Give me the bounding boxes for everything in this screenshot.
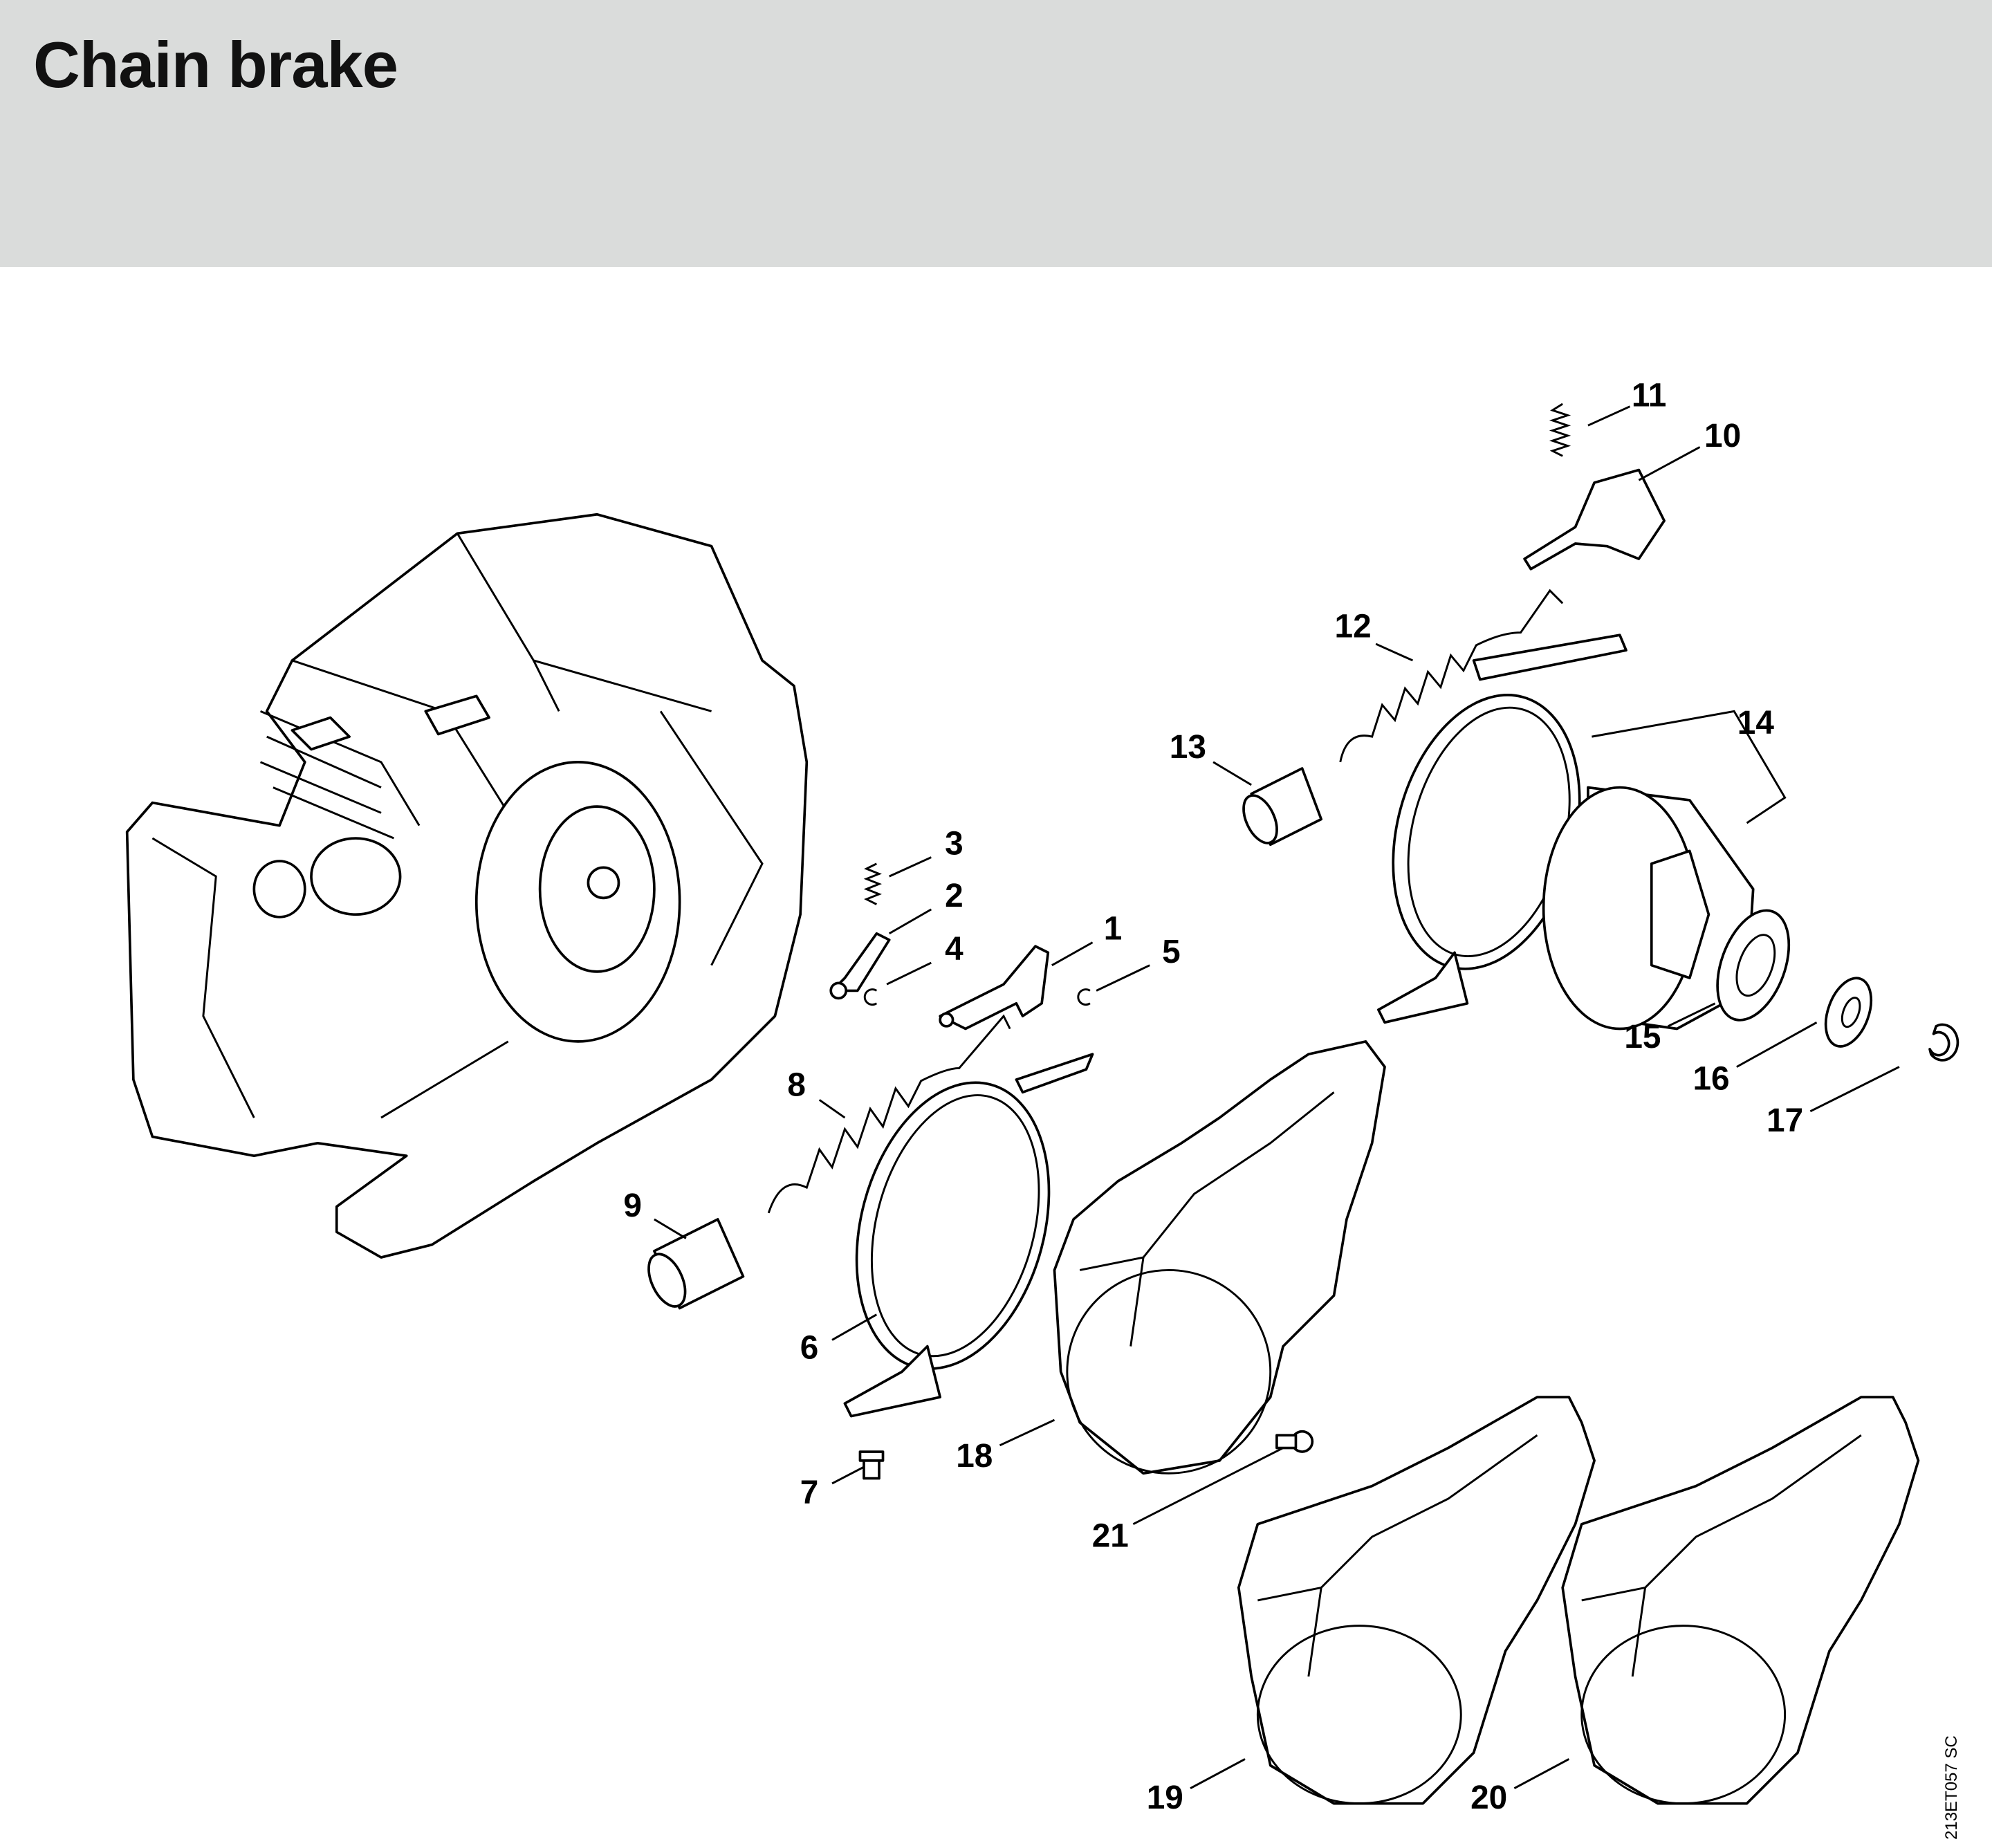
leader-line-7 — [831, 1466, 865, 1485]
callout-17: 17 — [1767, 1102, 1803, 1139]
callout-6: 6 — [800, 1330, 819, 1367]
callout-19: 19 — [1147, 1780, 1183, 1816]
e-clip-17 — [1928, 1023, 1959, 1062]
leader-line-15 — [1667, 1002, 1716, 1028]
callout-12: 12 — [1335, 609, 1372, 645]
screw-21 — [1275, 1430, 1314, 1453]
sleeve-13 — [1242, 767, 1323, 847]
clutch-drum-14 — [1542, 786, 1755, 1031]
callout-11: 11 — [1632, 377, 1666, 414]
brake-band-6 — [843, 1053, 1094, 1418]
leader-line-11 — [1587, 405, 1631, 427]
e-clip-5 — [1077, 988, 1091, 1006]
leader-line-12 — [1375, 643, 1414, 662]
callout-14: 14 — [1737, 705, 1775, 741]
leader-line-2 — [888, 908, 932, 935]
leader-line-9 — [654, 1218, 687, 1239]
leader-line-19 — [1190, 1758, 1246, 1789]
callout-20: 20 — [1470, 1780, 1507, 1816]
leader-line-8 — [818, 1099, 846, 1119]
callout-16: 16 — [1693, 1060, 1730, 1097]
callout-15: 15 — [1624, 1019, 1661, 1055]
callout-9: 9 — [623, 1188, 642, 1224]
callout-2: 2 — [945, 878, 963, 914]
screw-7 — [858, 1450, 885, 1480]
lever-1 — [939, 945, 1050, 1031]
spring-11 — [1549, 403, 1571, 457]
page-title: Chain brake — [33, 28, 398, 101]
leader-line-6 — [831, 1313, 878, 1341]
spring-3 — [863, 862, 882, 905]
leader-line-13 — [1212, 761, 1252, 786]
spring-8 — [767, 1014, 1011, 1214]
washer-16 — [1824, 977, 1873, 1048]
callout-5: 5 — [1162, 934, 1181, 970]
leader-line-1 — [1051, 941, 1094, 966]
leader-line-17 — [1809, 1066, 1900, 1113]
leader-line-14 — [1592, 710, 1787, 824]
e-clip-4 — [863, 988, 878, 1006]
callout-10: 10 — [1704, 418, 1741, 454]
engine-housing — [125, 512, 809, 1259]
header-bar: Chain brake — [0, 0, 1992, 267]
leader-line-5 — [1096, 964, 1150, 992]
callout-1: 1 — [1104, 911, 1123, 948]
leader-line-16 — [1736, 1022, 1818, 1068]
drawing-code: 213ET057 SC — [1942, 1735, 1961, 1840]
spur-sprocket-15 — [1716, 909, 1791, 1022]
callout-21: 21 — [1092, 1518, 1129, 1555]
callout-13: 13 — [1170, 729, 1206, 766]
callout-8: 8 — [787, 1067, 806, 1104]
spring-12 — [1339, 589, 1564, 763]
sleeve-9 — [647, 1218, 745, 1310]
chain-sprocket-cover-19 — [1237, 1396, 1596, 1805]
leader-line-21 — [1132, 1447, 1284, 1526]
leader-line-18 — [999, 1419, 1055, 1447]
callout-7: 7 — [800, 1475, 819, 1511]
chain-sprocket-cover-18 — [1053, 1040, 1386, 1475]
lever-2 — [829, 932, 891, 1000]
leader-line-20 — [1513, 1758, 1570, 1789]
chain-sprocket-cover-20 — [1561, 1396, 1920, 1805]
callout-3: 3 — [945, 826, 963, 862]
brake-band — [1377, 634, 1627, 1024]
callout-18: 18 — [956, 1438, 993, 1475]
callout-4: 4 — [945, 931, 963, 968]
leader-line-4 — [886, 961, 932, 986]
lever-10 — [1523, 468, 1666, 571]
leader-line-3 — [889, 856, 932, 878]
leader-line-10 — [1638, 446, 1701, 481]
leader-lines — [654, 405, 1900, 1789]
